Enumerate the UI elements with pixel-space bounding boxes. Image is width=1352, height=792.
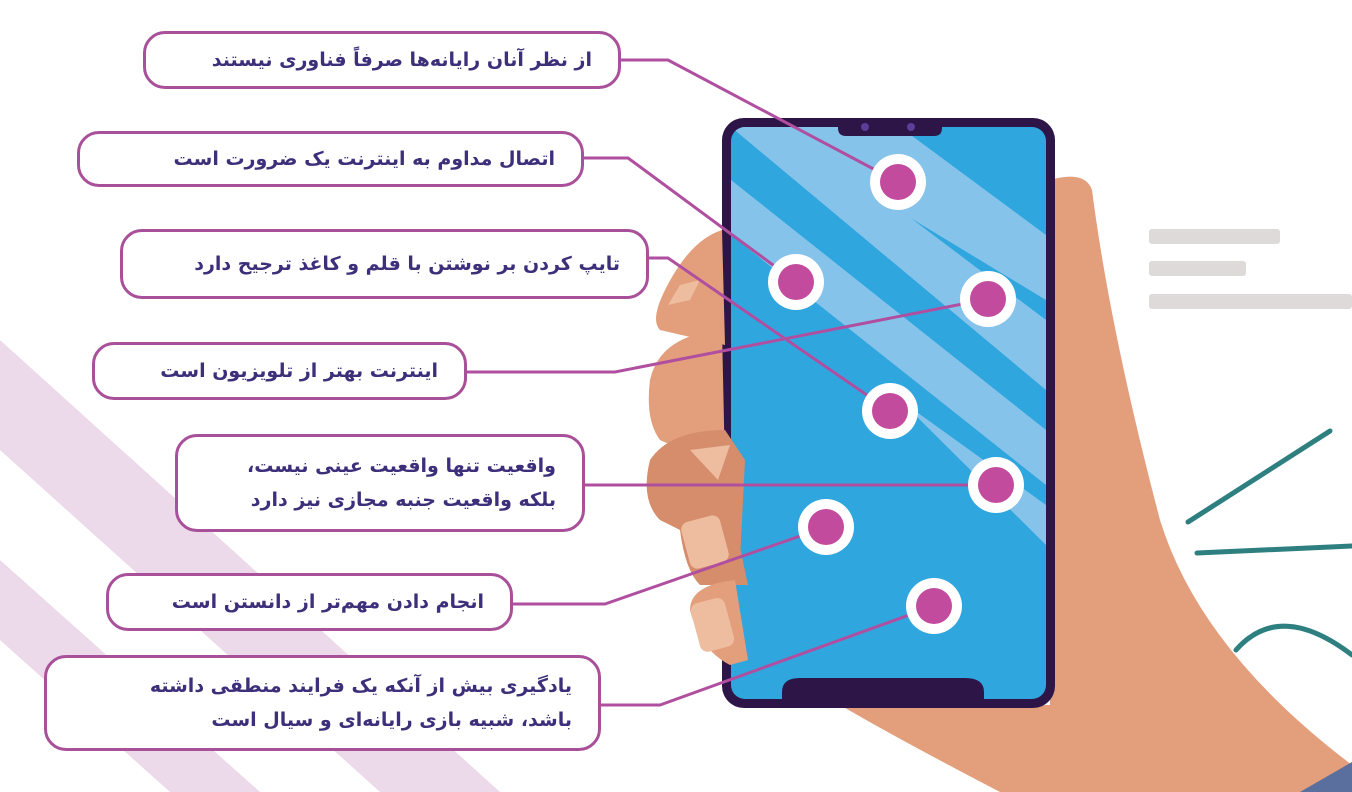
- placeholder-bars: [1149, 229, 1352, 309]
- callout-3: تایپ کردن بر نوشتن با قلم و کاغذ ترجیح د…: [120, 229, 649, 299]
- callout-text: انجام دادن مهم‌تر از دانستن است: [171, 591, 484, 613]
- hand: [840, 176, 1352, 792]
- callout-5: واقعیت تنها واقعیت عینی نیست، بلکه واقعی…: [175, 434, 585, 532]
- callout-text: تایپ کردن بر نوشتن با قلم و کاغذ ترجیح د…: [194, 253, 620, 275]
- fingers: [646, 230, 748, 665]
- callout-2: اتصال مداوم به اینترنت یک ضرورت است: [77, 131, 584, 187]
- callout-text-line-1: واقعیت تنها واقعیت عینی نیست،: [246, 455, 556, 477]
- phone: [722, 118, 1055, 708]
- callout-6: انجام دادن مهم‌تر از دانستن است: [106, 573, 513, 631]
- callout-text: از نظر آنان رایانه‌ها صرفاً فناوری نیستن…: [211, 49, 592, 71]
- teal-lines: [1185, 428, 1352, 658]
- callout-text-line-2: بلکه واقعیت جنبه مجازی نیز دارد: [250, 489, 556, 511]
- callout-text-line-2: باشد، شبیه بازی رایانه‌ای و سیال است: [211, 709, 572, 731]
- callout-7: یادگیری بیش از آنکه یک فرایند منطقی داشت…: [44, 655, 601, 751]
- callout-text-line-1: یادگیری بیش از آنکه یک فرایند منطقی داشت…: [149, 675, 572, 697]
- touch-points: [768, 154, 1024, 634]
- callout-4: اینترنت بهتر از تلویزیون است: [92, 342, 467, 400]
- callout-text: اینترنت بهتر از تلویزیون است: [160, 360, 438, 382]
- callout-text: اتصال مداوم به اینترنت یک ضرورت است: [173, 148, 555, 170]
- callout-1: از نظر آنان رایانه‌ها صرفاً فناوری نیستن…: [143, 31, 621, 89]
- connector-lines: [466, 58, 996, 707]
